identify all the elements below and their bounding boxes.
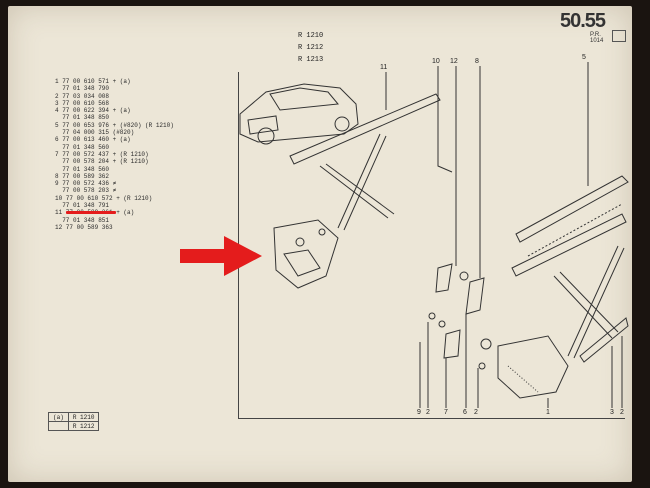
clip-part bbox=[435, 263, 453, 293]
parts-row: 8 77 00 589 362 bbox=[55, 172, 110, 180]
parts-row: 9 77 00 572 436 ≠ bbox=[55, 180, 117, 188]
catalog-page: 50.55 P.R. 1014 R 1210 R 1212 R 1213 1 7… bbox=[8, 6, 632, 482]
red-highlight-underline bbox=[66, 211, 116, 214]
regulator-mechanism bbox=[497, 335, 569, 399]
parts-row: 4 77 00 622 394 + (a) bbox=[55, 107, 131, 115]
parts-row: 77 00 578 204 + (R 1210) bbox=[55, 158, 149, 166]
parts-row: 6 77 00 613 460 + (a) bbox=[55, 136, 131, 144]
callout-top: 10 bbox=[432, 58, 440, 65]
parts-row: 77 00 578 203 ≠ bbox=[55, 187, 117, 195]
clip-part bbox=[465, 277, 485, 315]
callout-top: 12 bbox=[450, 58, 458, 65]
regulator-arm bbox=[337, 133, 387, 231]
callout-bottom: 2 bbox=[426, 409, 430, 416]
parts-row: 77 01 348 560 bbox=[55, 165, 110, 173]
callout-top: 5 bbox=[582, 54, 586, 61]
regulator-arm bbox=[553, 271, 619, 339]
parts-row: 77 04 000 315 (#820) bbox=[55, 129, 135, 137]
clip-part bbox=[443, 329, 461, 359]
parts-row: 77 01 348 851 bbox=[55, 216, 110, 224]
regulator-arm bbox=[567, 245, 625, 359]
callout-bottom: 3 bbox=[610, 409, 614, 416]
parts-row: 77 01 348 790 bbox=[55, 85, 110, 93]
regulator-mechanism bbox=[273, 219, 339, 289]
callout-bottom: 2 bbox=[474, 409, 478, 416]
model-header-3: R 1213 bbox=[298, 56, 324, 64]
parts-row: 77 01 348 560 bbox=[55, 143, 110, 151]
parts-row: 1 77 00 610 571 + (a) bbox=[55, 78, 131, 85]
regulator-arm bbox=[319, 163, 395, 219]
callout-top: 8 bbox=[475, 58, 479, 65]
parts-row: 12 77 00 589 363 bbox=[55, 223, 113, 231]
car-illustration bbox=[239, 83, 359, 145]
parts-list: 1 77 00 610 571 + (a) 77 01 348 790 2 77… bbox=[55, 78, 174, 231]
parts-row: 77 01 348 850 bbox=[55, 114, 110, 122]
trim-strip-part bbox=[289, 93, 441, 165]
callout-bottom: 7 bbox=[444, 409, 448, 416]
parts-row: 10 77 00 610 572 + (R 1210) bbox=[55, 194, 153, 202]
nut-part bbox=[459, 271, 469, 281]
legend-row-2: R 1212 bbox=[67, 421, 100, 431]
legend-box: (a)R 1210 R 1212 bbox=[48, 412, 100, 431]
parts-row: 5 77 00 653 976 + (#820) (R 1210) bbox=[55, 121, 174, 129]
model-header-2: R 1212 bbox=[298, 44, 324, 52]
red-pointer-arrow bbox=[180, 236, 262, 276]
parts-row: 2 77 03 034 008 bbox=[55, 92, 110, 100]
callout-top: 11 bbox=[380, 64, 388, 71]
callout-bottom: 2 bbox=[620, 409, 624, 416]
callout-bottom: 9 bbox=[417, 409, 421, 416]
callout-bottom: 6 bbox=[463, 409, 467, 416]
glass-channel-part bbox=[515, 175, 629, 243]
parts-row-highlighted: 77 01 348 791 bbox=[55, 202, 110, 210]
page-number: 50.55 P.R. 1014 bbox=[560, 10, 606, 44]
parts-exploded-drawing bbox=[239, 62, 629, 408]
parts-row: 7 77 00 572 437 + (R 1210) bbox=[55, 150, 149, 158]
glass-channel-part bbox=[511, 213, 627, 277]
book-icon bbox=[612, 30, 626, 42]
parts-row: 3 77 00 610 568 bbox=[55, 99, 110, 107]
callout-bottom: 1 bbox=[546, 409, 550, 416]
page-subnumber: P.R. 1014 bbox=[590, 32, 604, 44]
model-header-1: R 1210 bbox=[298, 32, 324, 40]
